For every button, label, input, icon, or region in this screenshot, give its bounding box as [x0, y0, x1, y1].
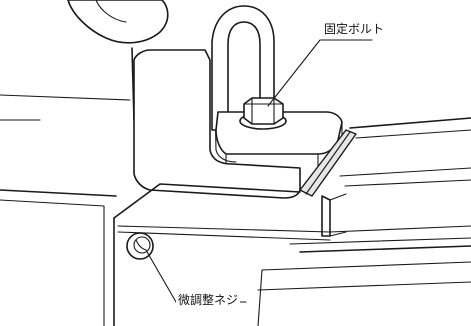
rail-upper	[349, 117, 471, 129]
knob-detail	[95, 0, 127, 23]
lower-surface-line	[117, 225, 471, 233]
upper-body-outline	[0, 94, 131, 121]
knob-shape	[67, 0, 169, 44]
lower-surface-top	[113, 183, 301, 219]
adjust-screw-label: 微調整ネジ	[176, 293, 241, 307]
rail-lower-4	[257, 269, 263, 326]
rail-lower-3	[257, 261, 471, 291]
adjust-screw-highlight	[135, 239, 147, 251]
leader-line-bolt	[267, 39, 373, 107]
rail-upper-3	[339, 167, 471, 187]
bracket-inner-line	[213, 55, 237, 163]
fixing-bolt-label: 固定ボルト	[322, 22, 387, 36]
adjust-screw-inner	[133, 236, 151, 254]
rail-lower-1	[289, 237, 471, 245]
bracket-block	[133, 49, 301, 199]
angle-piece	[321, 195, 331, 237]
left-panel-top	[0, 189, 117, 197]
rail-lower-2	[299, 245, 471, 253]
rail-upper-2	[355, 129, 471, 139]
bolt-head-facets	[243, 97, 284, 125]
u-clamp	[211, 5, 275, 131]
bolt-head	[243, 97, 284, 125]
angle-piece-edge	[329, 193, 347, 237]
lower-surface-line-2	[117, 231, 331, 241]
left-panel-inner	[0, 199, 105, 326]
guide-strip-edge	[305, 131, 351, 195]
